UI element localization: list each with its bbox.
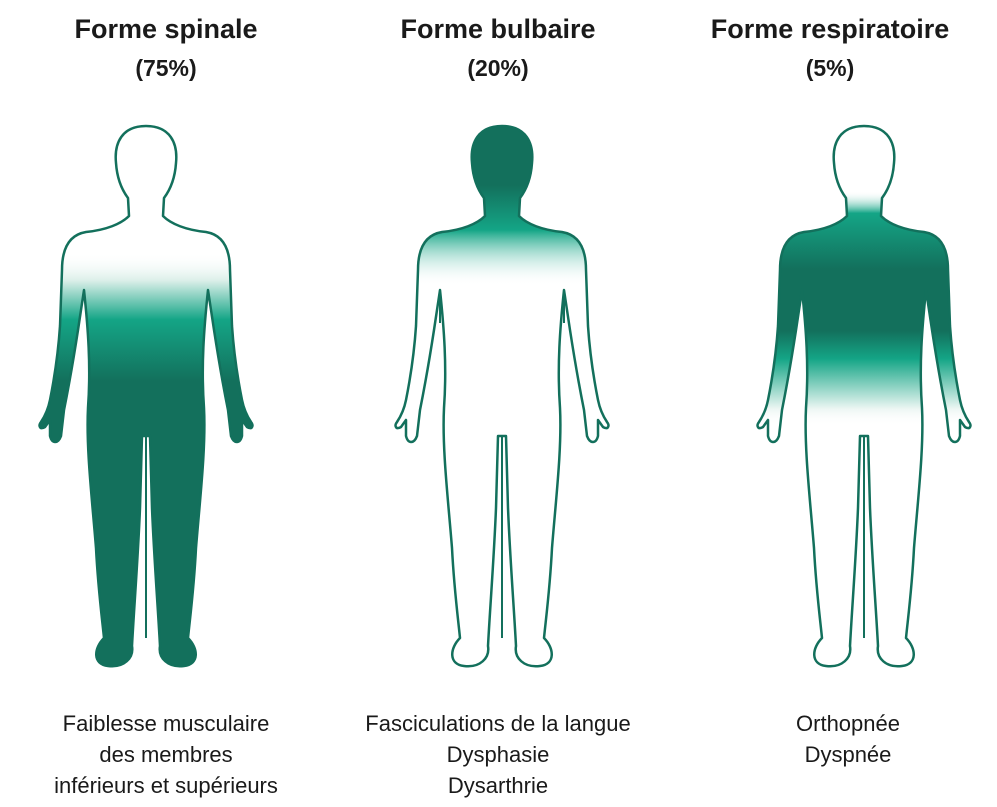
bulbar-form-column: Forme bulbaire (20%) Fasciculations de l… — [332, 0, 664, 807]
spinal-body-figure — [36, 118, 256, 678]
respiratory-form-percent: (5%) — [664, 54, 996, 82]
bulbar-form-title: Forme bulbaire — [332, 12, 664, 46]
spinal-form-percent: (75%) — [0, 54, 332, 82]
symptom-text: Faiblesse musculaire — [0, 708, 332, 739]
symptom-text: des membres — [0, 739, 332, 770]
symptom-text: Dysarthrie — [332, 770, 664, 801]
symptom-text: inférieurs et supérieurs — [0, 770, 332, 801]
symptom-text: Dyspnée — [682, 739, 997, 770]
symptom-text: Fasciculations de la langue — [332, 708, 664, 739]
spinal-form-title: Forme spinale — [0, 12, 332, 46]
symptom-text: Orthopnée — [682, 708, 997, 739]
respiratory-form-title: Forme respiratoire — [664, 12, 996, 46]
bulbar-form-percent: (20%) — [332, 54, 664, 82]
bulbar-symptoms: Fasciculations de la langue Dysphasie Dy… — [332, 708, 664, 801]
symptom-text: Dysphasie — [332, 739, 664, 770]
spinal-symptoms: Faiblesse musculaire des membres inférie… — [0, 708, 332, 801]
respiratory-body-figure — [754, 118, 974, 678]
respiratory-symptoms: Orthopnée Dyspnée — [682, 708, 997, 770]
spinal-form-column: Forme spinale (75%) Faiblesse musculaire… — [0, 0, 332, 807]
bulbar-body-figure — [392, 118, 612, 678]
respiratory-form-column: Forme respiratoire (5%) Orthopnée Dyspné… — [664, 0, 996, 807]
